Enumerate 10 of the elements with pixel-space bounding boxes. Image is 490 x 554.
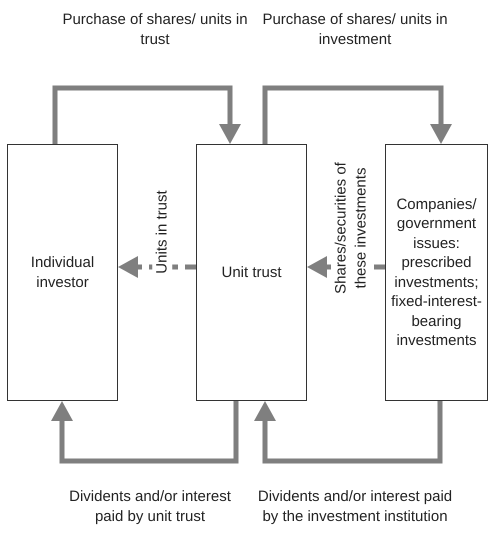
process-box: [385, 144, 488, 401]
arrow: [254, 401, 442, 464]
process-box: [196, 144, 307, 401]
node-label: Individual investor: [30, 253, 96, 292]
arrow: [51, 401, 238, 464]
process-box: [7, 144, 118, 401]
arrow: [262, 86, 452, 144]
arrow: [52, 86, 241, 144]
node-label: Companies/ government issues: prescribed investments; fixed-interest-bearing investments: [390, 194, 483, 350]
node-label: Unit trust: [221, 262, 282, 282]
